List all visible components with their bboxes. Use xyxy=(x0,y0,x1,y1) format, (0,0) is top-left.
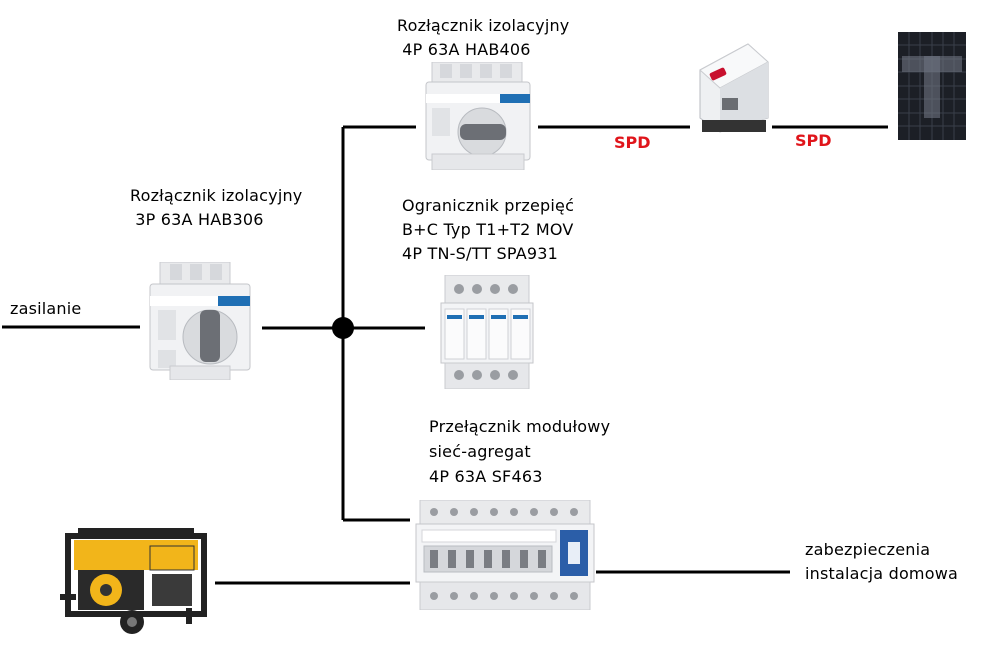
main-disconnector-line1: Rozłącznik izolacyjny xyxy=(130,186,303,205)
changeover-line1: Przełącznik modułowy xyxy=(429,417,611,436)
pv-inverter-image xyxy=(699,43,769,133)
pv-disconnector-label: Rozłącznik izolacyjny 4P 63A HAB406 xyxy=(397,14,569,62)
changeover-label: Przełącznik modułowy sieć-agregat 4P 63A S… xyxy=(429,414,610,489)
surge-arrester-line3: 4P TN-S/TT SPA931 xyxy=(402,244,558,263)
disconnector-4p-image xyxy=(425,62,531,170)
pv-disconnector-line1: Rozłącznik izolacyjny xyxy=(397,16,570,35)
pv-disconnector-line2: 4P 63A HAB406 xyxy=(397,40,531,59)
surge-arrester-line1: Ogranicznik przepięć xyxy=(402,196,575,215)
generator-image xyxy=(60,528,207,634)
changeover-line3: 4P 63A SF463 xyxy=(429,467,543,486)
surge-arrester-line2: B+C Typ T1+T2 MOV xyxy=(402,220,574,239)
home-installation-label: zabezpieczenia instalacja domowa xyxy=(805,538,958,586)
main-disconnector-line2: 3P 63A HAB306 xyxy=(130,210,264,229)
solar-panel-image xyxy=(898,32,966,140)
home-line1: zabezpieczenia xyxy=(805,540,931,559)
main-disconnector-label: Rozłącznik izolacyjny 3P 63A HAB306 xyxy=(130,184,302,232)
junction-node xyxy=(332,317,354,339)
changeover-switch-image xyxy=(415,500,595,610)
spd-panel-label: SPD xyxy=(795,131,832,150)
changeover-line2: sieć-agregat xyxy=(429,442,531,461)
spd-inverter-label: SPD xyxy=(614,133,651,152)
disconnector-3p-image xyxy=(149,262,251,380)
home-line2: instalacja domowa xyxy=(805,564,958,583)
supply-label: zasilanie xyxy=(10,299,82,318)
surge-arrester-image xyxy=(440,275,534,389)
